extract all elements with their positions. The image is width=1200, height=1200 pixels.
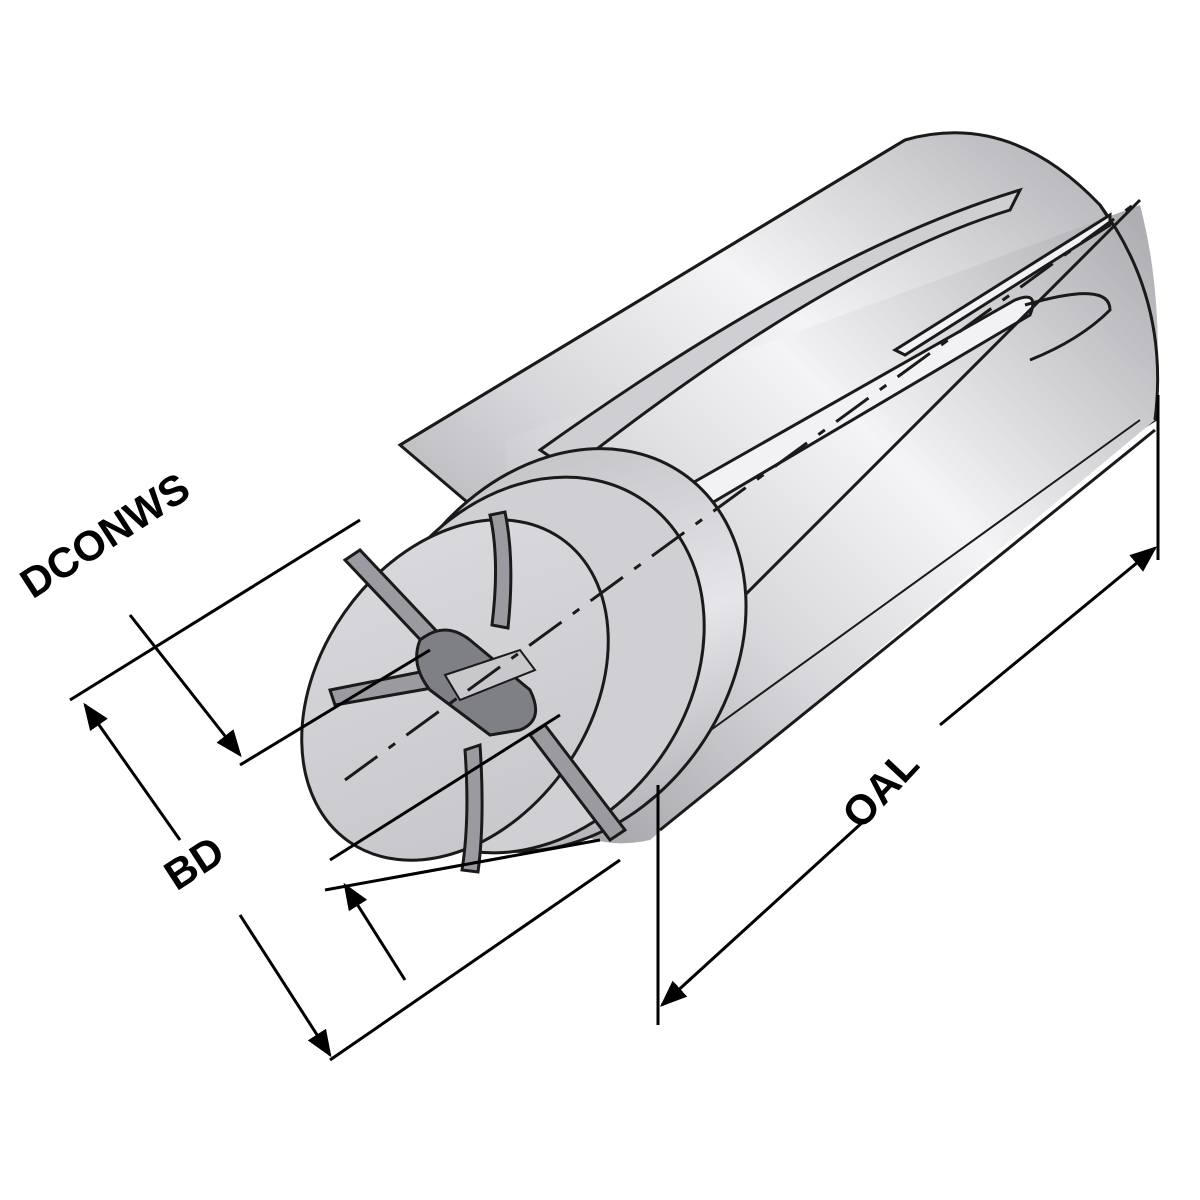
bd-dimension bbox=[69, 518, 621, 1062]
dconws-dimension bbox=[128, 614, 431, 767]
center-line bbox=[344, 198, 1141, 782]
collet-slots bbox=[537, 187, 1142, 746]
oal-dimension bbox=[656, 395, 1160, 1025]
